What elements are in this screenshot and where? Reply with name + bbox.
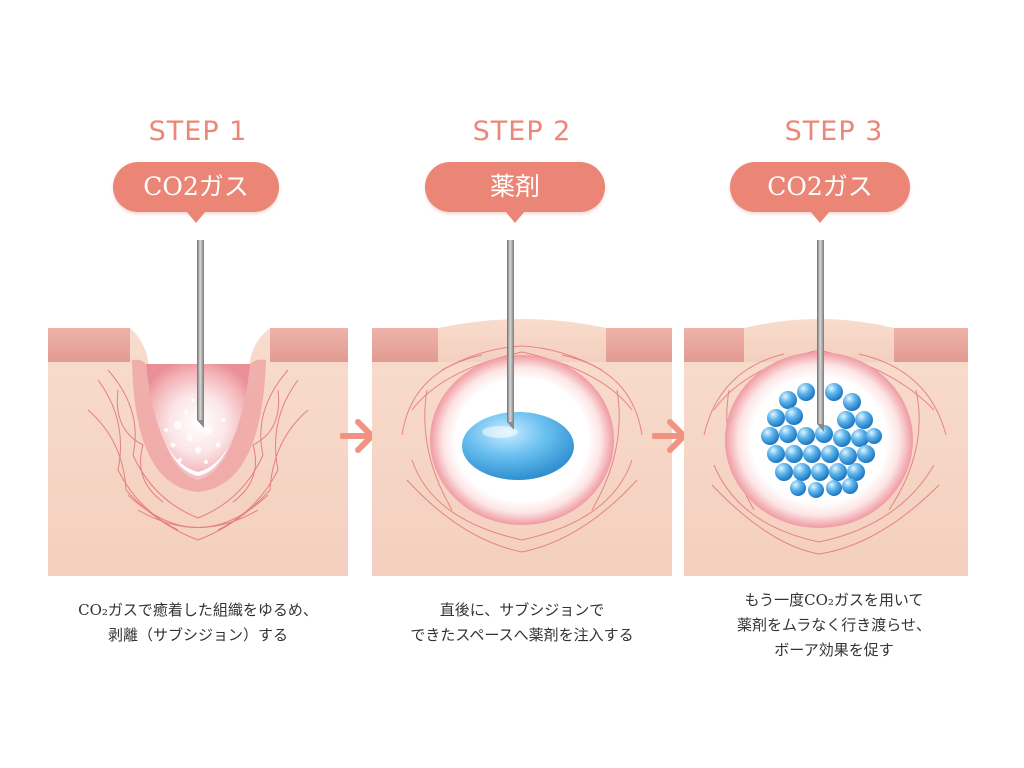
medicine-particles [761,383,882,498]
step-1-caption-line-2: 剥離（サブシジョン）する [107,626,288,644]
step-1: STEP 1 CO2ガス [48,0,348,768]
step-1-badge: CO2ガス [113,162,279,223]
step-2: STEP 2 薬剤 直後に、サブシジョンで できたスペースへ薬剤を注入する [372,0,672,768]
step-3-caption-line-2: 薬剤をムラなく行き渡らせ、 [737,616,931,634]
step-2-caption-line-1: 直後に、サブシジョンで [439,601,605,619]
arrow-right-icon-1 [340,419,375,453]
step-2-caption-line-2: できたスペースへ薬剤を注入する [410,626,634,644]
step-1-caption: CO₂ガスで癒着した組織をゆるめ、 剥離（サブシジョン）する [48,598,348,648]
step-3-badge: CO2ガス [730,162,910,223]
step-1-caption-line-1: CO₂ガスで癒着した組織をゆるめ、 [78,601,318,619]
step-3: STEP 3 CO2ガス [684,0,984,768]
arrow-right-icon-2 [652,419,687,453]
step-2-skin-illustration [372,240,672,576]
step-3-caption-line-1: もう一度CO₂ガスを用いて [744,591,924,609]
step-3-caption-line-3: ボーア効果を促す [774,641,894,659]
step-2-badge: 薬剤 [425,162,605,223]
step-3-caption: もう一度CO₂ガスを用いて 薬剤をムラなく行き渡らせ、 ボーア効果を促す [684,588,984,663]
step-1-skin-illustration [48,240,348,576]
step-2-heading: STEP 2 [472,116,572,147]
step-1-heading: STEP 1 [148,116,248,147]
step-3-heading: STEP 3 [784,116,884,147]
step-3-skin-illustration [684,240,968,576]
step-2-caption: 直後に、サブシジョンで できたスペースへ薬剤を注入する [372,598,672,648]
